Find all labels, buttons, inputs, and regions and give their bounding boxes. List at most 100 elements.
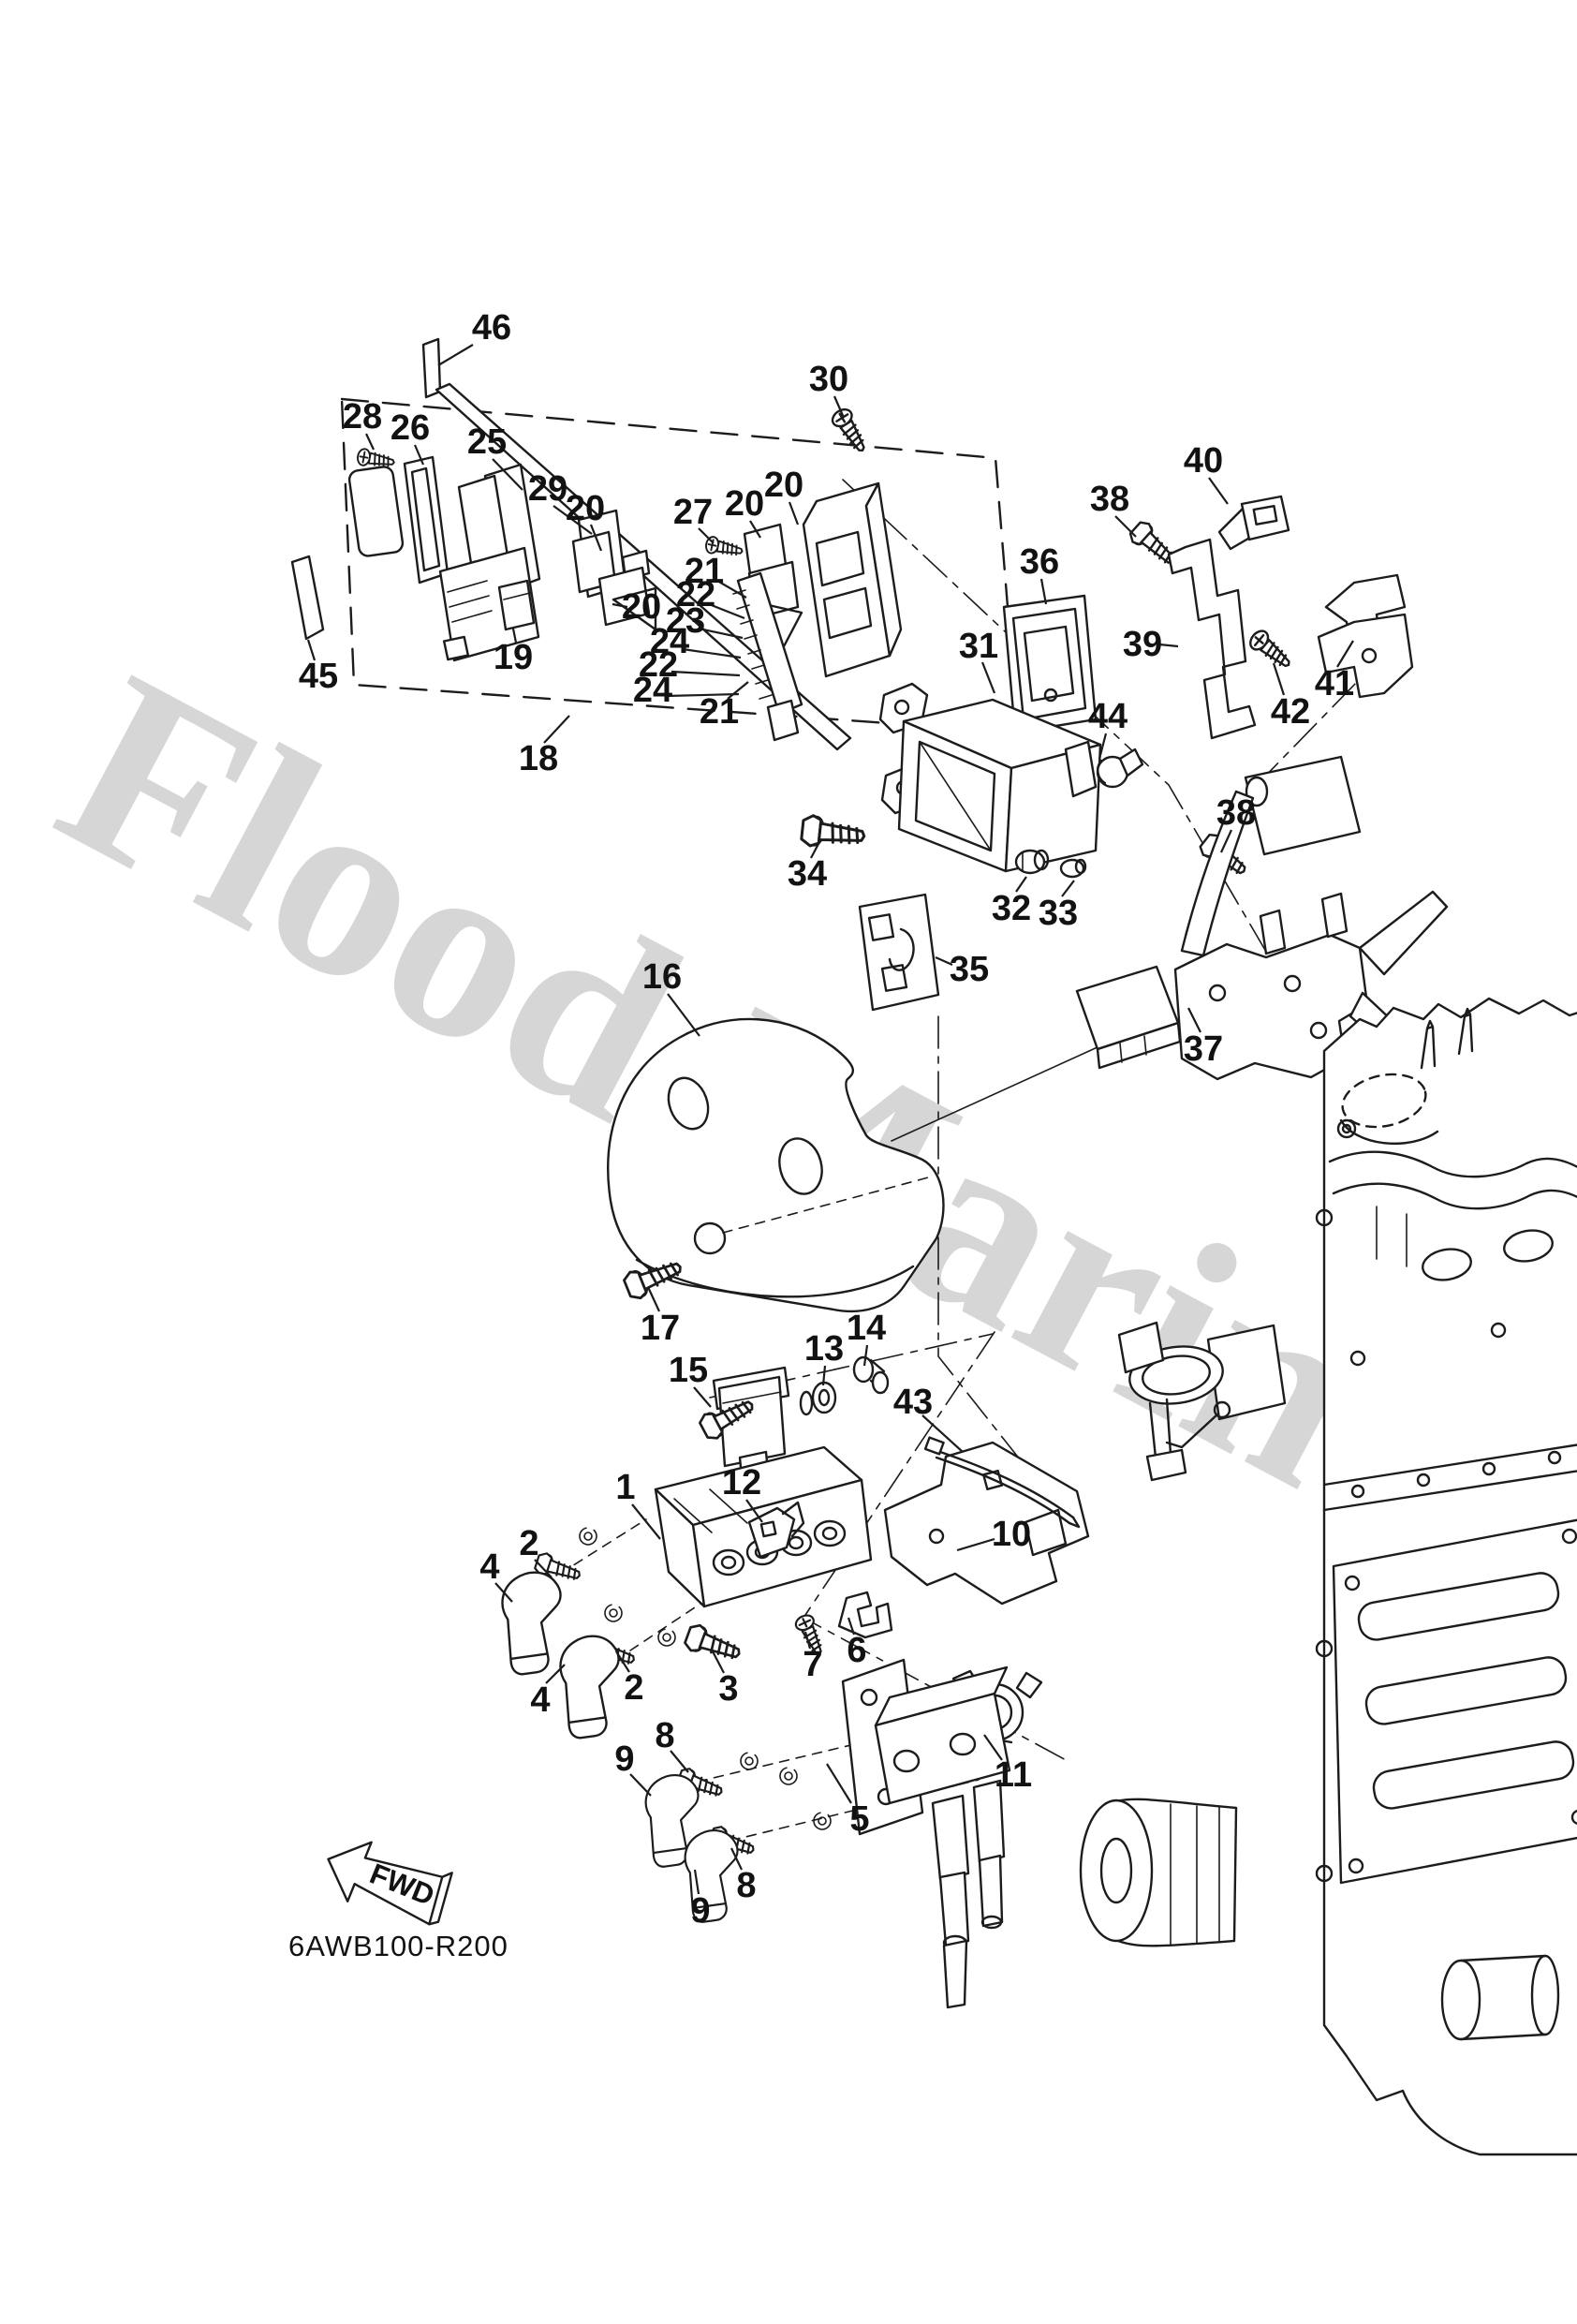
cover-group — [607, 1017, 945, 1313]
leader-line-25 — [492, 458, 523, 491]
fwd-arrow: FWD — [327, 1841, 453, 1926]
leader-line-24 — [682, 647, 742, 659]
part-number-label-3: 3 — [718, 1669, 738, 1709]
cover-hole-b — [778, 1137, 823, 1195]
part-number-label-38: 38 — [1090, 480, 1129, 519]
spring-washer — [579, 1527, 597, 1546]
leader-line-4 — [545, 1664, 566, 1684]
spring-washer — [657, 1628, 676, 1647]
part-34-bolt — [799, 813, 867, 853]
axis-screw-2a — [559, 1518, 647, 1575]
part-number-label-38: 38 — [1216, 793, 1256, 833]
leader-line-7 — [803, 1631, 812, 1650]
part-number-label-35: 35 — [950, 950, 989, 989]
section-line-bracket — [1252, 644, 1394, 790]
leader-lines — [306, 344, 1354, 1895]
leader-line-44 — [1098, 733, 1108, 760]
part-10-bracket — [883, 1441, 1090, 1606]
part-36-cover-inner — [1011, 607, 1087, 721]
leader-line-8 — [730, 1847, 743, 1871]
part-number-label-4: 4 — [479, 1547, 499, 1587]
leader-line-20 — [749, 520, 761, 539]
axis-screw-2b — [615, 1603, 701, 1661]
part-number-label-31: 31 — [959, 627, 998, 666]
part-number-label-7: 7 — [803, 1645, 822, 1684]
part-ecu-side — [864, 481, 903, 658]
part-number-label-14: 14 — [847, 1309, 886, 1348]
leader-line-43 — [921, 1414, 964, 1453]
leader-line-34 — [810, 841, 820, 859]
leader-line-42 — [1272, 662, 1286, 696]
part-42-screw — [1245, 626, 1297, 674]
part-number-label-37: 37 — [1184, 1029, 1223, 1069]
leader-line-41 — [1336, 640, 1354, 668]
leader-line-15 — [693, 1386, 712, 1408]
part-31-case — [878, 682, 1102, 873]
leader-line-26 — [413, 444, 425, 466]
part-4-cap-a — [497, 1567, 572, 1678]
leader-line-22 — [708, 602, 745, 620]
drawing-code: 6AWB100-R200 — [288, 1930, 508, 1962]
part-ecu-socket-a — [815, 530, 865, 587]
leader-line-38 — [1114, 515, 1137, 538]
leader-line-2 — [615, 1650, 630, 1673]
spring-washer — [779, 1767, 798, 1785]
engine-intake-plenum — [1332, 1518, 1577, 1885]
part-20-bracket — [612, 586, 657, 631]
leader-line-31 — [980, 661, 996, 694]
part-21-terminal-strip — [736, 571, 803, 716]
leader-line-39 — [1158, 643, 1179, 648]
part-number-label-20: 20 — [764, 466, 803, 505]
part-number-label-20: 20 — [622, 587, 661, 627]
part-number-label-23: 23 — [666, 601, 705, 641]
part-5-coil-assembly — [841, 1658, 1011, 2009]
leader-line-22 — [671, 670, 741, 677]
part-number-label-2: 2 — [519, 1524, 538, 1563]
engine-gasket-dashed — [1341, 1073, 1427, 1129]
junction-case-group — [799, 594, 1144, 1012]
part-ecu-socket-b — [822, 586, 873, 640]
part-44-clamp — [1064, 740, 1144, 798]
part-number-label-15: 15 — [669, 1351, 708, 1390]
leader-line-8 — [670, 1750, 689, 1773]
leader-line-29 — [553, 505, 593, 535]
part-number-label-26: 26 — [391, 408, 430, 448]
part-number-label-33: 33 — [1039, 894, 1078, 933]
part-number-label-46: 46 — [472, 308, 511, 348]
part-number-label-4: 4 — [530, 1680, 550, 1720]
part-number-label-9: 9 — [690, 1891, 710, 1931]
part-number-label-22: 22 — [639, 645, 678, 685]
part-33-bushing — [1059, 858, 1087, 879]
part-number-label-2: 2 — [624, 1668, 643, 1708]
leader-line-24 — [665, 692, 740, 698]
leader-line-21 — [716, 580, 747, 599]
part-16-cover — [607, 1017, 945, 1313]
leader-line-16 — [667, 993, 700, 1037]
leader-line-45 — [306, 639, 317, 661]
part-19-fuse — [497, 579, 536, 631]
cover-hole-a — [667, 1076, 710, 1131]
leader-line-13 — [821, 1365, 827, 1386]
part-14-collar — [852, 1355, 890, 1395]
leader-line-5 — [826, 1763, 852, 1804]
part-number-label-44: 44 — [1088, 697, 1127, 736]
part-43-cable-tie — [923, 1436, 1081, 1529]
leader-line-40 — [1208, 477, 1229, 505]
leader-line-27 — [698, 527, 715, 544]
leader-line-12 — [745, 1499, 763, 1523]
leader-line-14 — [862, 1344, 869, 1367]
part-number-label-8: 8 — [655, 1716, 674, 1755]
leader-line-30 — [833, 395, 846, 419]
leader-line-37 — [1187, 1007, 1201, 1033]
part-number-label-28: 28 — [343, 397, 382, 437]
part-number-label-22: 22 — [676, 575, 715, 614]
part-number-label-9: 9 — [614, 1739, 634, 1779]
part-number-label-6: 6 — [847, 1631, 866, 1670]
part-number-label-36: 36 — [1020, 542, 1059, 582]
part-41-cover — [1317, 573, 1414, 699]
part-45-strip — [290, 555, 325, 641]
part-number-label-8: 8 — [736, 1866, 756, 1905]
bracket-group — [1075, 495, 1449, 1081]
